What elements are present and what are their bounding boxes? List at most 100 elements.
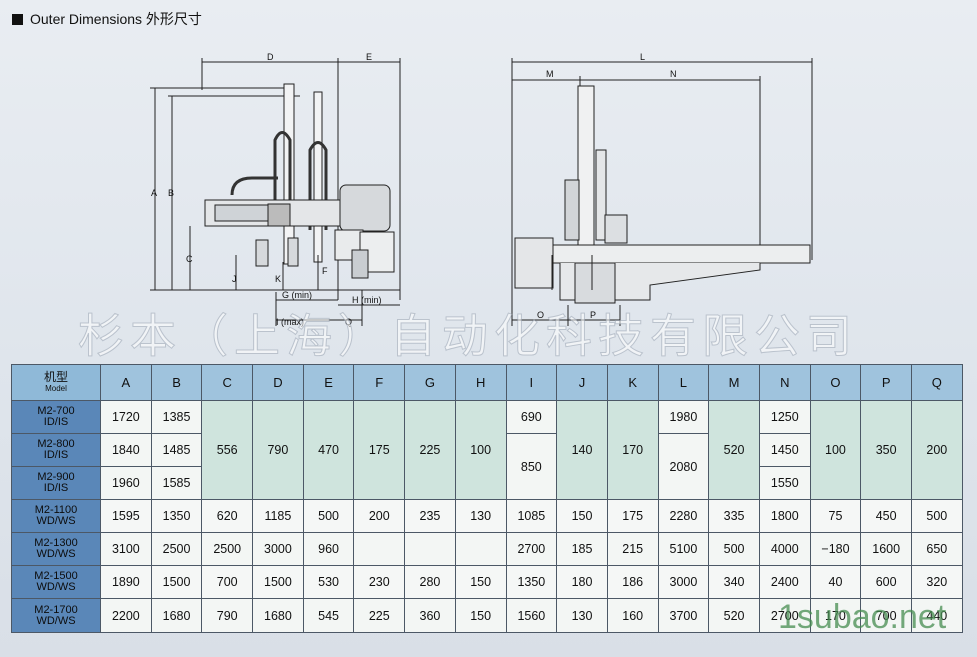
cell-P: 1600	[860, 532, 912, 566]
cell-O: 100	[809, 400, 862, 500]
label-L: L	[640, 52, 645, 62]
cell-L: 2280	[657, 499, 710, 533]
cell-K: 175	[606, 499, 659, 533]
cell-B: 1585	[150, 466, 203, 500]
cell-D: 1500	[252, 565, 304, 599]
cell-D: 3000	[252, 532, 304, 566]
cell-F: 200	[353, 499, 406, 533]
model-name: M2-1500 WD/WS	[34, 570, 78, 593]
model-cell: M2-1300 WD/WS	[11, 532, 101, 566]
label-J: J	[232, 274, 237, 284]
model-cell: M2-1500 WD/WS	[11, 565, 101, 599]
cell-H: 150	[454, 565, 507, 599]
cell-E: 545	[302, 598, 355, 633]
cell-O: 75	[809, 499, 862, 533]
cell-O: 170	[809, 598, 862, 633]
cell-A: 2200	[100, 598, 152, 633]
cell-D: 1185	[252, 499, 304, 533]
label-H: H (min)	[352, 295, 382, 305]
cell-N: 4000	[758, 532, 811, 566]
cell-M: 335	[708, 499, 760, 533]
cell-C: 2500	[201, 532, 254, 566]
cell-Q: 440	[911, 598, 963, 633]
label-P: P	[590, 310, 596, 320]
cell-K: 160	[606, 598, 659, 633]
cell-B: 1680	[150, 598, 203, 633]
cell-B: 1385	[150, 400, 203, 434]
cell-B: 1350	[150, 499, 203, 533]
cell-Q: 320	[911, 565, 963, 599]
table-row: M2-1100 WD/WS 1595 1350 620 1185 500 200…	[11, 499, 963, 533]
model-name: M2-1700 WD/WS	[34, 603, 78, 627]
site-watermark: 1subao.net	[778, 598, 947, 636]
company-watermark: 杉本（上海）自动化科技有限公司	[78, 309, 858, 364]
col-header-N: N	[758, 364, 811, 401]
cell-P: 450	[860, 499, 912, 533]
cell-I: 1085	[505, 499, 558, 533]
model-header-label: 机型	[43, 369, 68, 384]
cell-F: 175	[353, 400, 406, 500]
col-header-H: H	[454, 364, 507, 401]
label-G: G (min)	[282, 290, 312, 300]
cell-I: 1560	[505, 598, 558, 633]
cell-B: 1485	[150, 433, 203, 467]
cell-A: 1890	[100, 565, 152, 599]
label-I: I (max)	[276, 317, 304, 327]
cell-L: 3000	[657, 565, 710, 599]
cell-F	[353, 532, 406, 566]
cell-Q: 200	[911, 400, 963, 500]
table-row: M2-1300 WD/WS 3100 2500 2500 3000 960 27…	[11, 532, 963, 566]
side-view-drawing	[511, 58, 813, 326]
cell-H: 100	[454, 400, 507, 500]
cell-N: 1250	[758, 400, 811, 434]
table-row: M2-1500 WD/WS 1890 1500 700 1500 530 230…	[11, 565, 963, 599]
label-D: D	[267, 52, 274, 62]
model-cell: M2-1100 WD/WS	[11, 499, 101, 533]
cell-F: 225	[353, 598, 406, 633]
cell-B: 1500	[150, 565, 203, 599]
model-name: M2-700 ID/IS	[37, 405, 75, 428]
cell-L: 1980	[657, 400, 710, 434]
cell-J: 140	[556, 400, 608, 500]
cell-K: 215	[606, 532, 659, 566]
front-view-labels: D E A B C J K F G (min) H (min) I (max) …	[151, 52, 382, 327]
label-F: F	[322, 266, 328, 276]
model-cell: M2-800 ID/IS	[11, 433, 101, 467]
model-name: M2-900 ID/IS	[37, 471, 75, 494]
cell-K: 170	[606, 400, 659, 500]
cell-N: 1800	[758, 499, 811, 533]
cell-J: 150	[556, 499, 608, 533]
cell-C: 700	[201, 565, 254, 599]
section-title: Outer Dimensions 外形尺寸	[30, 11, 202, 27]
cell-G	[404, 532, 456, 566]
col-header-P: P	[860, 364, 912, 401]
cell-M: 520	[708, 400, 760, 500]
cell-G: 225	[404, 400, 456, 500]
cell-J: 130	[556, 598, 608, 633]
table-row: M2-1700 WD/WS 2200 1680 790 1680 545 225…	[11, 598, 963, 633]
cell-G: 235	[404, 499, 456, 533]
table-header-row: 机型 Model A B C D E F G H I J K L M N O P…	[11, 364, 963, 401]
cell-H: 130	[454, 499, 507, 533]
cell-K: 186	[606, 565, 659, 599]
col-header-E: E	[302, 364, 355, 401]
cell-A: 1840	[100, 433, 152, 467]
model-name: M2-800 ID/IS	[37, 438, 75, 461]
cell-M: 340	[708, 565, 760, 599]
cell-O: 40	[809, 565, 862, 599]
cell-J: 185	[556, 532, 608, 566]
cell-D: 790	[252, 400, 304, 500]
model-cell: M2-900 ID/IS	[11, 466, 101, 500]
col-header-G: G	[404, 364, 456, 401]
cell-E: 470	[302, 400, 355, 500]
cell-C: 620	[201, 499, 254, 533]
cell-C: 556	[201, 400, 254, 500]
col-header-C: C	[201, 364, 254, 401]
model-name: M2-1100 WD/WS	[34, 504, 78, 527]
cell-G: 280	[404, 565, 456, 599]
cell-L: 5100	[657, 532, 710, 566]
table-row: M2-700 ID/IS 1720 1385 556 790 470 175 2…	[11, 400, 963, 500]
cell-C: 790	[201, 598, 254, 633]
col-header-J: J	[556, 364, 608, 401]
col-header-A: A	[100, 364, 152, 401]
